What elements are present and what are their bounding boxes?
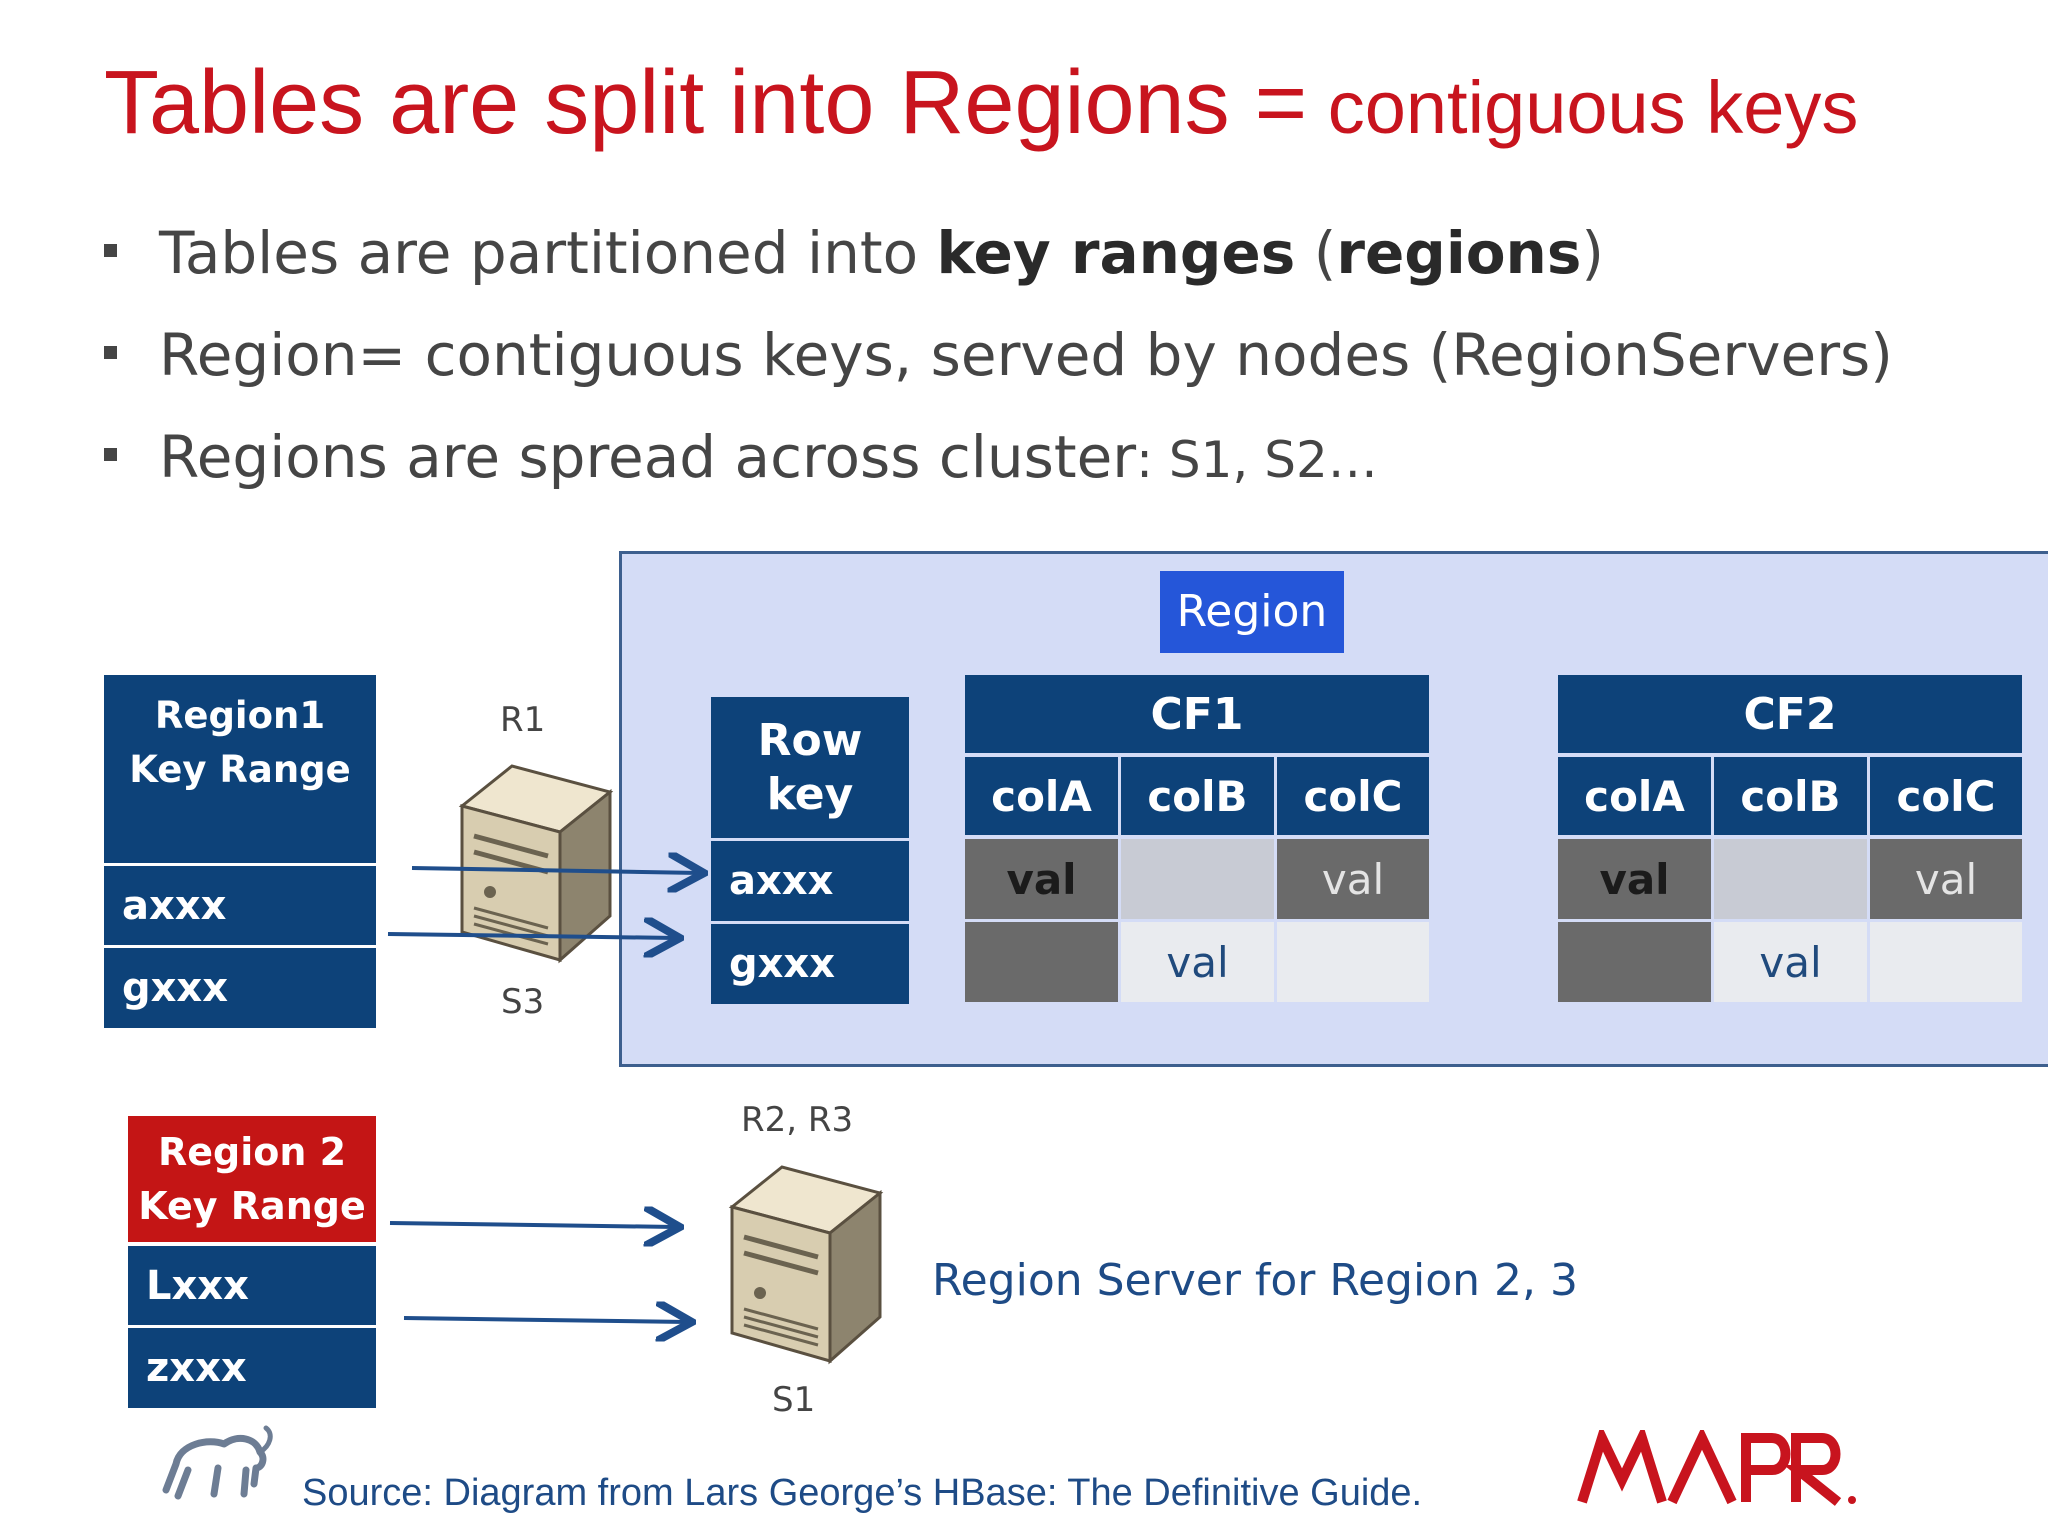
bullet-marker	[104, 448, 117, 462]
region2-key-range-header: Region 2 Key Range	[128, 1116, 376, 1242]
cf1-header: CF1	[965, 675, 1429, 753]
region1-key-cell: gxxx	[104, 948, 376, 1028]
cf2-header: CF2	[1558, 675, 2022, 753]
bullet-marker	[104, 346, 117, 360]
bullet-item-1: Tables are partitioned into key ranges (…	[104, 224, 1604, 282]
rowkey-cell: gxxx	[711, 924, 909, 1004]
server-top-label-above: R1	[500, 700, 546, 740]
cf1-value-cell: val	[1121, 922, 1274, 1002]
bullet-marker	[104, 244, 117, 258]
cf1-value-cell	[1121, 839, 1274, 919]
arrow	[389, 1223, 676, 1227]
cf1-value-cell: val	[965, 839, 1118, 919]
bullet-text: Tables are partitioned into	[159, 219, 937, 287]
region1-key-cell: axxx	[104, 866, 376, 945]
cf2-column-header: colC	[1870, 757, 2022, 835]
cf1-value-cell	[1277, 922, 1429, 1002]
title-main: Tables are split into Regions =	[104, 53, 1308, 153]
rowkey-header-line: Row	[757, 714, 863, 766]
region2-header-line: Region 2	[157, 1130, 347, 1174]
cf2-value-cell	[1870, 922, 2022, 1002]
region-server-caption: Region Server for Region 2, 3	[932, 1255, 1578, 1306]
title-tail: contiguous keys	[1307, 66, 1859, 149]
bullet-text: Region= contiguous keys, served by nodes…	[159, 321, 1893, 389]
region2-key-cell: zxxx	[128, 1328, 376, 1408]
bullet-small-text: : S1, S2…	[1136, 431, 1378, 489]
server-bottom-label-below: S1	[772, 1380, 816, 1420]
region1-key-range-header: Region1 Key Range	[104, 675, 376, 863]
bullet-bold-text: regions	[1336, 219, 1582, 287]
cf1-column-header: colB	[1121, 757, 1274, 835]
bullet-text: )	[1581, 219, 1604, 287]
rowkey-header-line: key	[766, 768, 854, 820]
arrow	[387, 934, 676, 938]
cf2-value-cell: val	[1558, 839, 1711, 919]
arrow	[411, 868, 700, 873]
cf2-value-cell: val	[1714, 922, 1867, 1002]
bullet-item-2: Region= contiguous keys, served by nodes…	[104, 326, 1893, 384]
arrow	[403, 1318, 688, 1322]
region2-header-line: Key Range	[138, 1184, 366, 1228]
bullet-text: (	[1295, 219, 1337, 287]
rowkey-header: Row key	[711, 697, 909, 838]
region1-header-line: Region1	[154, 694, 326, 737]
server-icon	[728, 1165, 884, 1365]
slide-title: Tables are split into Regions = contiguo…	[104, 52, 1858, 155]
elephant-icon	[162, 1425, 273, 1500]
cf1-column-header: colA	[965, 757, 1118, 835]
bullet-bold-text: key ranges	[936, 219, 1296, 287]
mapr-logo	[1577, 1430, 1856, 1506]
cf2-value-cell	[1558, 922, 1711, 1002]
server-top-label-below: S3	[501, 982, 545, 1022]
cf1-column-header: colC	[1277, 757, 1429, 835]
cf2-column-header: colB	[1714, 757, 1867, 835]
cf2-value-cell	[1714, 839, 1867, 919]
cf1-value-cell: val	[1277, 839, 1429, 919]
cf2-value-cell: val	[1870, 839, 2022, 919]
server-icon	[458, 764, 614, 964]
rowkey-cell: axxx	[711, 841, 909, 921]
server-bottom-label-above: R2, R3	[741, 1100, 854, 1140]
region-label: Region	[1160, 571, 1344, 653]
cf2-column-header: colA	[1558, 757, 1711, 835]
region2-key-cell: Lxxx	[128, 1246, 376, 1325]
source-citation: Source: Diagram from Lars George’s HBase…	[302, 1472, 1423, 1514]
region1-header-line: Key Range	[129, 748, 351, 791]
cf1-value-cell	[965, 922, 1118, 1002]
bullet-text: Regions are spread across cluster	[159, 423, 1137, 491]
bullet-item-3: Regions are spread across cluster: S1, S…	[104, 428, 1378, 486]
